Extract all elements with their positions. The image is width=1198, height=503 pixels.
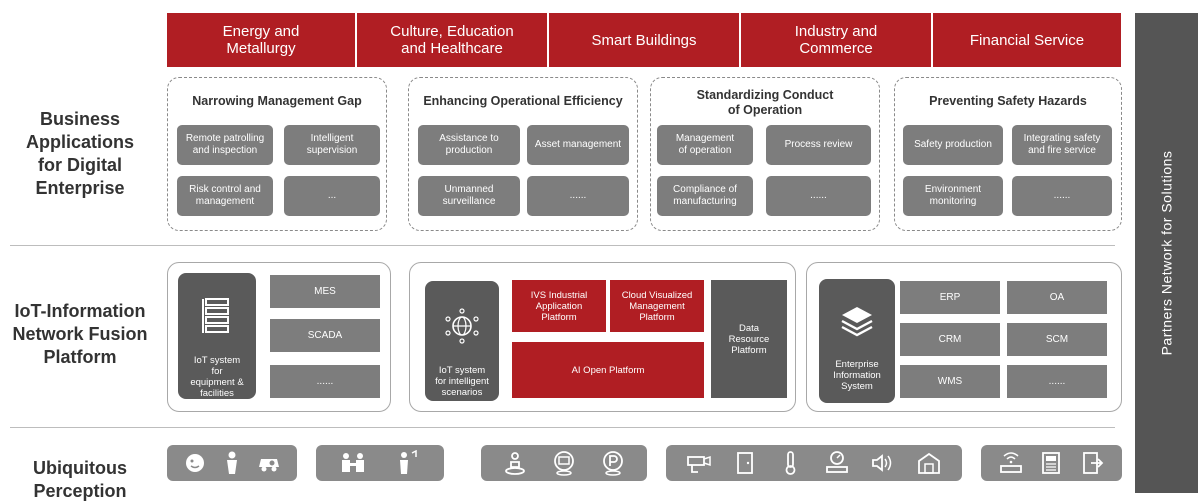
item-more: ... [284, 176, 380, 216]
enterprise-info-card: Enterprise Information System [819, 279, 895, 403]
payment-terminal-icon [1042, 452, 1061, 474]
camera-icon [687, 455, 711, 473]
ivs-platform: IVS Industrial Application Platform [511, 279, 607, 333]
item-more: ...... [1007, 365, 1107, 398]
item-environment-monitoring: Environment monitoring [903, 176, 1003, 216]
person-icon [226, 451, 237, 474]
item-compliance-manufacturing: Compliance of manufacturing [657, 176, 753, 216]
door-icon [737, 452, 753, 474]
item-wms: WMS [900, 365, 1000, 398]
item-asset-management: Asset management [527, 125, 629, 165]
meeting-icon [342, 453, 364, 472]
item-oa: OA [1007, 281, 1107, 314]
enterprise-info-label: Enterprise Information System [833, 359, 881, 392]
perception-group-location [481, 445, 647, 481]
layers-icon [841, 307, 873, 337]
perception-group-facility [666, 445, 962, 481]
factory-icon [918, 452, 940, 474]
group-title: Preventing Safety Hazards [929, 94, 1087, 108]
divider-top [10, 245, 1115, 246]
item-erp: ERP [900, 281, 1000, 314]
perception-group-identity [167, 445, 297, 481]
item-process-review: Process review [766, 125, 871, 165]
sector-financial: Financial Service [933, 13, 1121, 67]
ai-open-platform: AI Open Platform [511, 341, 705, 399]
iot-scenarios-label: IoT system for intelligent scenarios [435, 365, 489, 398]
location-parking-icon [602, 451, 623, 476]
item-crm: CRM [900, 323, 1000, 356]
group-standardizing-conduct: Standardizing Conduct of Operation Manag… [650, 77, 880, 231]
group-safety-hazards: Preventing Safety Hazards Safety product… [894, 77, 1122, 231]
sidebar-label: Partners Network for Solutions [1158, 150, 1175, 356]
group-management-gap: Narrowing Management Gap Remote patrolli… [167, 77, 387, 231]
item-more: ...... [766, 176, 871, 216]
perception-group-people [316, 445, 444, 481]
item-scada: SCADA [270, 319, 380, 352]
iot-equipment-label: IoT system for equipment & facilities [190, 355, 244, 399]
group-title: Standardizing Conduct of Operation [696, 88, 834, 117]
face-recognition-icon [186, 454, 205, 472]
thermometer-icon [785, 451, 796, 475]
server-rack-icon [202, 298, 229, 333]
worker-icon [400, 450, 417, 474]
vehicle-icon [258, 459, 279, 472]
item-risk-control: Risk control and management [177, 176, 273, 216]
iot-scenarios-box: IoT system for intelligent scenarios IVS… [409, 262, 796, 412]
data-resource-platform: Data Resource Platform [710, 279, 788, 399]
enterprise-info-box: Enterprise Information System ERP OA CRM… [806, 262, 1122, 412]
item-integrating-safety: Integrating safety and fire service [1012, 125, 1112, 165]
iot-equipment-card: IoT system for equipment & facilities [178, 273, 256, 399]
location-person-icon [505, 452, 526, 475]
sector-buildings: Smart Buildings [549, 13, 739, 67]
group-title: Narrowing Management Gap [192, 94, 362, 108]
perception-group-terminals [981, 445, 1122, 481]
item-safety-production: Safety production [903, 125, 1003, 165]
partners-sidebar: Partners Network for Solutions [1135, 13, 1198, 493]
row-label-business: Business Applications for Digital Enterp… [25, 109, 134, 198]
speaker-icon [872, 454, 892, 472]
sector-culture: Culture, Education and Healthcare [357, 13, 547, 67]
item-assistance-production: Assistance to production [418, 125, 520, 165]
item-more: ...... [527, 176, 629, 216]
item-intelligent-supervision: Intelligent supervision [284, 125, 380, 165]
item-management-operation: Management of operation [657, 125, 753, 165]
item-more: ...... [270, 365, 380, 398]
row-label-perception: Ubiquitous Perception [33, 458, 127, 501]
gauge-valve-icon [826, 451, 848, 473]
item-unmanned-surveillance: Unmanned surveillance [418, 176, 520, 216]
location-bus-icon [554, 451, 574, 476]
globe-network-icon [445, 308, 479, 344]
item-remote-patrolling: Remote patrolling and inspection [177, 125, 273, 165]
item-mes: MES [270, 275, 380, 308]
wifi-router-icon [1000, 452, 1023, 473]
group-operational-efficiency: Enhancing Operational Efficiency Assista… [408, 77, 638, 231]
group-title: Enhancing Operational Efficiency [423, 94, 623, 108]
item-scm: SCM [1007, 323, 1107, 356]
row-label-iot: IoT-Information Network Fusion Platform [12, 301, 148, 367]
sector-industry: Industry and Commerce [741, 13, 931, 67]
divider-bottom [10, 427, 1115, 428]
item-more: ...... [1012, 176, 1112, 216]
iot-equipment-box: IoT system for equipment & facilities ME… [167, 262, 391, 412]
sector-energy: Energy and Metallurgy [167, 13, 355, 67]
exit-icon [1082, 452, 1104, 474]
iot-scenarios-card: IoT system for intelligent scenarios [425, 281, 499, 401]
cloud-platform: Cloud Visualized Management Platform [609, 279, 705, 333]
